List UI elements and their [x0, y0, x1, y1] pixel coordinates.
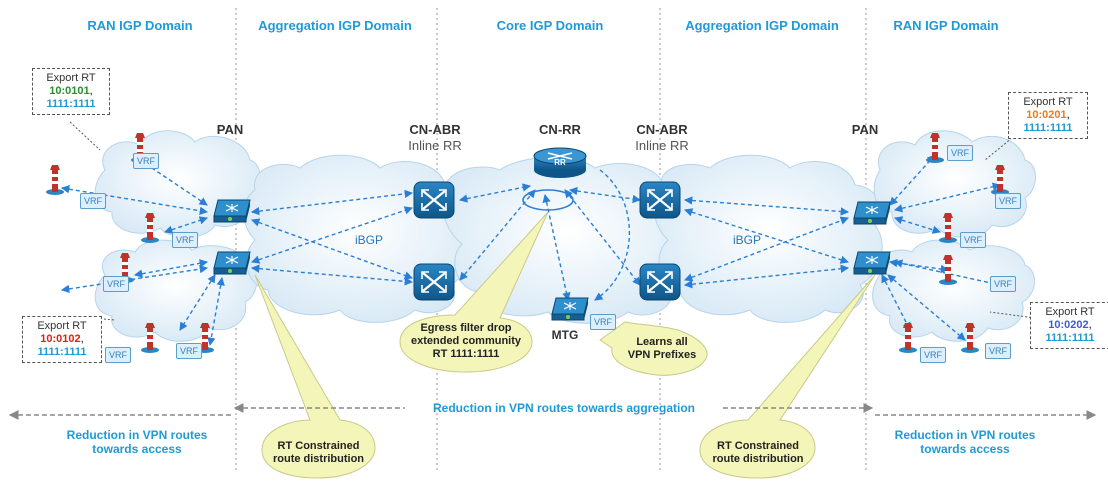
export-rt-callout-bottom-left: Export RT 10:0102, 1111:1111	[22, 316, 102, 363]
pan-right-label: PAN	[851, 122, 879, 137]
vrf-badge: VRF	[590, 314, 616, 330]
callout-rt2: 1111:1111	[1023, 122, 1073, 134]
note-line: Egress filter drop	[420, 322, 512, 334]
cn-rr-icon	[533, 147, 587, 178]
cn-abr-left-label: CN-ABR	[409, 122, 461, 137]
vrf-badge: VRF	[995, 193, 1021, 209]
domain-core: Core IGP Domain	[496, 18, 604, 33]
pan-right-bottom-icon	[853, 251, 891, 275]
cn-abr-right-sublabel: Inline RR	[635, 138, 689, 153]
callout-rt: 10:0101	[49, 85, 90, 97]
callout-heading: Export RT	[1023, 96, 1073, 108]
note-line: extended community	[410, 335, 522, 347]
note-line: RT 1111:1111	[432, 348, 500, 360]
egress-filter-ellipse	[522, 189, 574, 211]
domain-aggregation-left: Aggregation IGP Domain	[258, 18, 412, 33]
reduction-left-label: Reduction in VPN routes towards access	[52, 428, 222, 456]
domain-ran-right: RAN IGP Domain	[893, 18, 999, 33]
export-rt-callout-top-left: Export RT 10:0101, 1111:1111	[32, 68, 110, 115]
note-line: RT Constrained	[717, 440, 799, 452]
callout-heading: Export RT	[1045, 306, 1095, 318]
cn-abr-right-top-icon	[638, 180, 682, 220]
reduction-center-label: Reduction in VPN routes towards aggregat…	[432, 401, 696, 415]
egress-filter-note: Egress filter drop extended community RT…	[405, 322, 527, 361]
note-line: VPN Prefixes	[627, 349, 697, 361]
vrf-badge: VRF	[985, 343, 1011, 359]
vrf-badge: VRF	[947, 145, 973, 161]
cn-rr-label: CN-RR	[539, 122, 581, 137]
domain-aggregation-right: Aggregation IGP Domain	[685, 18, 839, 33]
mtg-icon	[551, 297, 589, 321]
cn-abr-right-label: CN-ABR	[636, 122, 688, 137]
rr-badge: RR	[554, 158, 566, 167]
vrf-badge: VRF	[960, 232, 986, 248]
cn-abr-left-top-icon	[412, 180, 456, 220]
vrf-badge: VRF	[103, 276, 129, 292]
mtg-label: MTG	[551, 328, 579, 342]
ibgp-right-label: iBGP	[733, 233, 762, 247]
callout-rt: 10:0202	[1048, 319, 1089, 331]
note-line: route distribution	[712, 453, 804, 465]
callout-rt2: 1111:1111	[37, 346, 87, 358]
rt-constrained-note-left: RT Constrained route distribution	[266, 440, 371, 466]
links	[60, 154, 1002, 347]
pan-right-top-icon	[853, 201, 891, 225]
ibgp-left-label: iBGP	[355, 233, 384, 247]
router-icons	[213, 147, 891, 321]
pan-left-label: PAN	[216, 122, 244, 137]
callout-heading: Export RT	[46, 72, 96, 84]
learns-all-note: Learns all VPN Prefixes	[622, 336, 702, 362]
vrf-badge: VRF	[172, 232, 198, 248]
note-line: Learns all	[636, 336, 688, 348]
domain-ran-left: RAN IGP Domain	[87, 18, 193, 33]
vrf-badge: VRF	[176, 343, 202, 359]
callout-rt2: 1111:1111	[1045, 332, 1095, 344]
reduction-line: towards access	[92, 442, 182, 456]
cn-abr-left-sublabel: Inline RR	[408, 138, 462, 153]
export-rt-callout-bottom-right: Export RT 10:0202, 1111:1111	[1030, 302, 1108, 349]
callout-rt: 10:0201	[1026, 109, 1067, 121]
pan-left-bottom-icon	[213, 251, 251, 275]
reduction-line: Reduction in VPN routes	[66, 428, 208, 442]
vrf-badge: VRF	[105, 347, 131, 363]
callout-rt: 10:0102	[40, 333, 81, 345]
reduction-line: Reduction in VPN routes	[894, 428, 1036, 442]
export-rt-callout-top-right: Export RT 10:0201, 1111:1111	[1008, 92, 1088, 139]
pan-left-top-icon	[213, 199, 251, 223]
callout-rt2: 1111:1111	[46, 98, 96, 110]
vrf-badge: VRF	[80, 193, 106, 209]
reduction-arrows	[8, 403, 1097, 420]
reduction-line: towards access	[920, 442, 1010, 456]
vrf-badge: VRF	[990, 276, 1016, 292]
note-line: route distribution	[272, 453, 365, 465]
vrf-badge: VRF	[133, 153, 159, 169]
vrf-badge: VRF	[920, 347, 946, 363]
note-line: RT Constrained	[277, 440, 360, 452]
cn-abr-left-bottom-icon	[412, 262, 456, 302]
reduction-right-label: Reduction in VPN routes towards access	[880, 428, 1050, 456]
rt-constrained-note-right: RT Constrained route distribution	[704, 440, 812, 466]
rr-to-mtg-link	[594, 169, 631, 301]
yellow-bubbles	[254, 211, 876, 479]
cn-abr-right-bottom-icon	[638, 262, 682, 302]
callout-heading: Export RT	[37, 320, 87, 332]
